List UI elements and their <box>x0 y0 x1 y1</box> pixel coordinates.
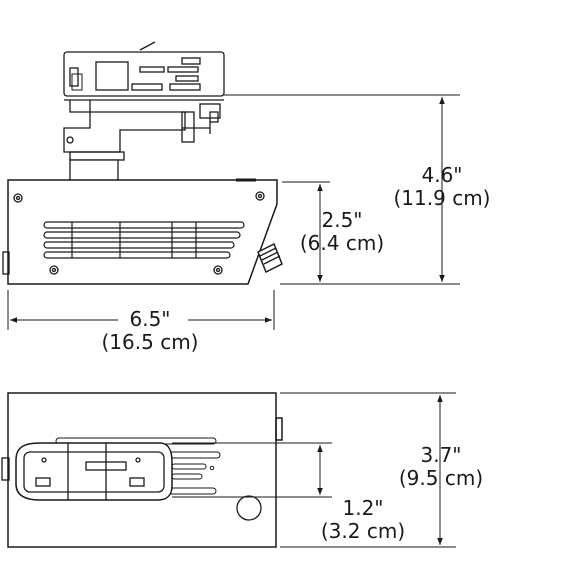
overall-height-cm: (11.9 cm) <box>393 186 491 210</box>
driver-housing <box>2 178 283 285</box>
yoke <box>63 111 211 183</box>
side-dimensions <box>7 94 460 330</box>
adapter-width-inches: 1.2" <box>342 496 384 520</box>
bottom-depth-inches: 3.7" <box>420 443 462 467</box>
bottom-depth-cm: (9.5 cm) <box>398 466 484 490</box>
bottom-depth-label: 3.7" (9.5 cm) <box>390 445 492 488</box>
housing-height-inches: 2.5" <box>321 208 363 232</box>
overall-height-inches: 4.6" <box>421 163 463 187</box>
housing-height-cm: (6.4 cm) <box>299 231 385 255</box>
housing-length-inches: 6.5" <box>129 307 171 331</box>
track-adapter <box>63 41 225 123</box>
vent-slots <box>43 221 245 259</box>
housing-length-label: 6.5" (16.5 cm) <box>94 309 206 352</box>
side-view <box>2 41 283 285</box>
adapter-width-cm: (3.2 cm) <box>320 519 406 543</box>
overall-height-label: 4.6" (11.9 cm) <box>386 165 498 208</box>
adapter-width-label: 1.2" (3.2 cm) <box>312 498 414 541</box>
knob <box>2 242 283 275</box>
adapter-footprint <box>15 442 173 501</box>
bottom-view <box>1 392 283 548</box>
bottom-dimensions <box>172 392 456 548</box>
housing-length-cm: (16.5 cm) <box>101 330 199 354</box>
housing-height-label: 2.5" (6.4 cm) <box>292 210 392 253</box>
